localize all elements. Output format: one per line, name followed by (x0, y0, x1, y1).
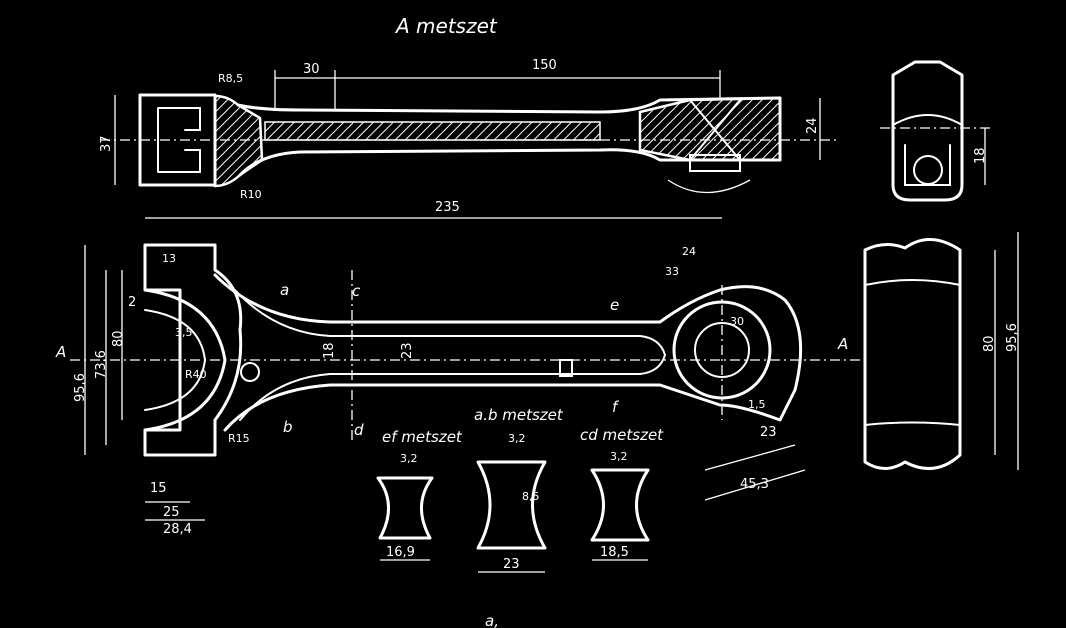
dim-18-5: 18,5 (600, 545, 629, 560)
section-ef: ef metszet 3,2 16,9 (376, 428, 463, 561)
end-view-side: 80 95,6 (863, 232, 1020, 471)
section-marker-a-right: A (837, 335, 848, 353)
point-e: e (610, 296, 619, 314)
dim-13: 13 (162, 252, 176, 265)
dim-23-shank: 23 (400, 342, 415, 359)
dim-18: 18 (973, 147, 988, 164)
point-f: f (612, 398, 620, 416)
dim-24: 24 (682, 245, 696, 258)
dim-r30: 30 (730, 315, 744, 328)
figure-caption: a, (485, 612, 499, 628)
dim-r8-5-ab: 8,5 (522, 490, 540, 503)
dim-16-9: 16,9 (386, 545, 415, 560)
dim-3-2-b: 3,2 (508, 432, 526, 445)
dim-3-2-c: 3,2 (610, 450, 628, 463)
dim-3-2-a: 3,2 (400, 452, 418, 465)
point-d: d (354, 421, 364, 439)
dim-33: 33 (665, 265, 679, 278)
dim-30: 30 (303, 62, 320, 77)
page-title: A metszet (394, 14, 498, 38)
dim-45-3: 45,3 (740, 477, 769, 492)
dim-37: 37 (99, 135, 114, 152)
dim-18-shank: 18 (322, 342, 337, 359)
point-c: c (352, 282, 361, 300)
dim-80: 80 (111, 330, 126, 347)
section-ab-label: a.b metszet (474, 406, 564, 424)
dim-r10: R10 (240, 188, 262, 201)
end-view-top: 18 (880, 60, 990, 202)
dim-15: 15 (150, 481, 167, 496)
dim-23-right: 23 (760, 425, 777, 440)
dim-235: 235 (435, 200, 460, 215)
dim-95-6: 95,6 (73, 373, 88, 402)
point-b: b (283, 418, 293, 436)
section-marker-a-left: A (55, 343, 66, 361)
section-ab: a.b metszet 3,2 23 8,5 (474, 406, 564, 573)
dim-r3-5: 3,5 (175, 326, 193, 339)
dim-24: 24 (805, 117, 820, 134)
side-view: 235 95,6 73,6 80 2 18 23 25 28,4 15 R15 … (55, 200, 860, 537)
dim-25: 25 (163, 505, 180, 520)
dim-80-right: 80 (982, 335, 997, 352)
section-ef-label: ef metszet (382, 428, 463, 446)
section-cd-label: cd metszet (580, 426, 664, 444)
dim-r8-5: R8,5 (218, 72, 243, 85)
section-cd: cd metszet 3,2 18,5 (580, 426, 664, 561)
dim-r40: R40 (185, 368, 207, 381)
dim-r1-5: 1,5 (748, 398, 766, 411)
dim-28-4: 28,4 (163, 522, 192, 537)
dim-23-ab: 23 (503, 557, 520, 572)
dim-95-6-right: 95,6 (1005, 323, 1020, 352)
dim-2: 2 (128, 295, 136, 310)
section-a-view: 30 150 37 24 R8,5 R10 (99, 58, 840, 201)
dim-r15: R15 (228, 432, 250, 445)
point-a: a (280, 281, 289, 299)
dim-150: 150 (532, 58, 557, 73)
dim-73-6: 73,6 (94, 350, 109, 379)
